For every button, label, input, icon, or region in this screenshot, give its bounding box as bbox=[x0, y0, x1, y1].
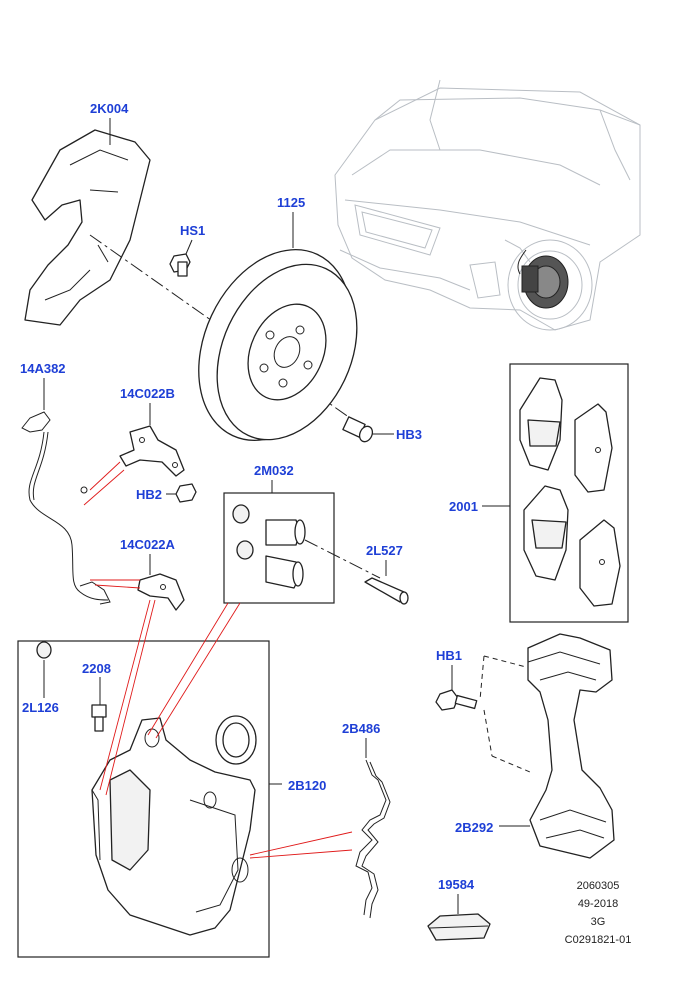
callout-2B120: 2B120 bbox=[288, 778, 326, 793]
callout-2B486: 2B486 bbox=[342, 721, 380, 736]
callout-HS1: HS1 bbox=[180, 223, 205, 238]
callout-14C022B: 14C022B bbox=[120, 386, 175, 401]
brake-pad-kit-2001: 2001 bbox=[449, 363, 629, 623]
pads-frame bbox=[509, 363, 629, 623]
bleed-cap-part bbox=[36, 641, 52, 659]
bleed-screw-part: 2208 bbox=[82, 661, 111, 732]
guide-pin-kit-2m032: 2M032 bbox=[223, 463, 335, 604]
bracket-14c022b-part: 14C022B bbox=[119, 386, 185, 477]
callout-2K004: 2K004 bbox=[90, 101, 129, 116]
ref-line-3: 3G bbox=[591, 916, 606, 928]
guide-pin-part: 2L527 bbox=[364, 543, 409, 605]
brake-disc-part: 1125 bbox=[198, 195, 358, 441]
ref-line-4: C0291821-01 bbox=[565, 934, 632, 946]
callout-19584: 19584 bbox=[438, 877, 475, 892]
caliper-body-part bbox=[91, 717, 282, 936]
screw-hs1-part: HS1 bbox=[169, 223, 205, 277]
caliper-carrier-part: 2B292 bbox=[455, 633, 615, 859]
reference-block: 2060305 49-2018 3G C0291821-01 bbox=[565, 880, 632, 946]
callout-HB2: HB2 bbox=[136, 487, 162, 502]
ref-line-1: 2060305 bbox=[577, 880, 620, 892]
wear-sensor-part: 14A382 bbox=[20, 361, 111, 605]
spring-clip-part: 2B486 bbox=[342, 721, 391, 919]
vehicle-illustration bbox=[334, 79, 641, 331]
ref-line-2: 49-2018 bbox=[578, 898, 618, 910]
callout-1125: 1125 bbox=[277, 195, 305, 210]
callout-14C022A: 14C022A bbox=[120, 537, 176, 552]
piston-seal-part bbox=[215, 715, 257, 765]
kit-frame bbox=[223, 492, 335, 604]
screw-hb2-part: HB2 bbox=[136, 483, 197, 503]
callout-2208: 2208 bbox=[82, 661, 111, 676]
bolt-hb1-part: HB1 bbox=[435, 648, 478, 711]
highlighted-brake-assembly bbox=[517, 249, 569, 309]
splash-shield-part: 2K004 bbox=[24, 101, 151, 326]
callout-14A382: 14A382 bbox=[20, 361, 66, 376]
caliper-frame bbox=[17, 640, 270, 958]
callout-2M032: 2M032 bbox=[254, 463, 294, 478]
callout-2L527: 2L527 bbox=[366, 543, 403, 558]
screw-hb3-part: HB3 bbox=[342, 416, 422, 443]
callout-2001: 2001 bbox=[449, 499, 478, 514]
callout-HB1: HB1 bbox=[436, 648, 462, 663]
callout-2L126: 2L126 bbox=[22, 700, 59, 715]
callout-2B292: 2B292 bbox=[455, 820, 493, 835]
callout-HB3: HB3 bbox=[396, 427, 422, 442]
caliper-box: 2L126 2208 2B120 bbox=[17, 640, 326, 958]
grease-sachet-part: 19584 bbox=[427, 877, 491, 941]
bracket-14c022a-part: 14C022A bbox=[120, 537, 185, 611]
